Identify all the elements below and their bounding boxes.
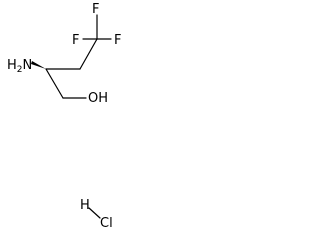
fluorine-right-label: F (114, 33, 121, 48)
chemical-structure-diagram: F F F H2N OH H Cl (7, 2, 121, 231)
fluorine-top-label: F (92, 2, 99, 17)
amine-label: H2N (7, 58, 32, 75)
amine-subscript: 2 (17, 65, 23, 75)
hcl-hydrogen-label: H (80, 198, 90, 213)
bond-cf3-to-ch2 (79, 38, 98, 70)
amine-n: N (23, 58, 33, 73)
wedge-bond-to-amine (31, 61, 46, 69)
bond-h-cl (88, 207, 101, 219)
bond-stereocenter-to-ch2oh (45, 68, 64, 99)
hydroxyl-label: OH (88, 91, 108, 106)
hcl-chlorine-label: Cl (100, 216, 113, 231)
fluorine-left-label: F (72, 33, 79, 48)
amine-h: H (7, 58, 17, 73)
